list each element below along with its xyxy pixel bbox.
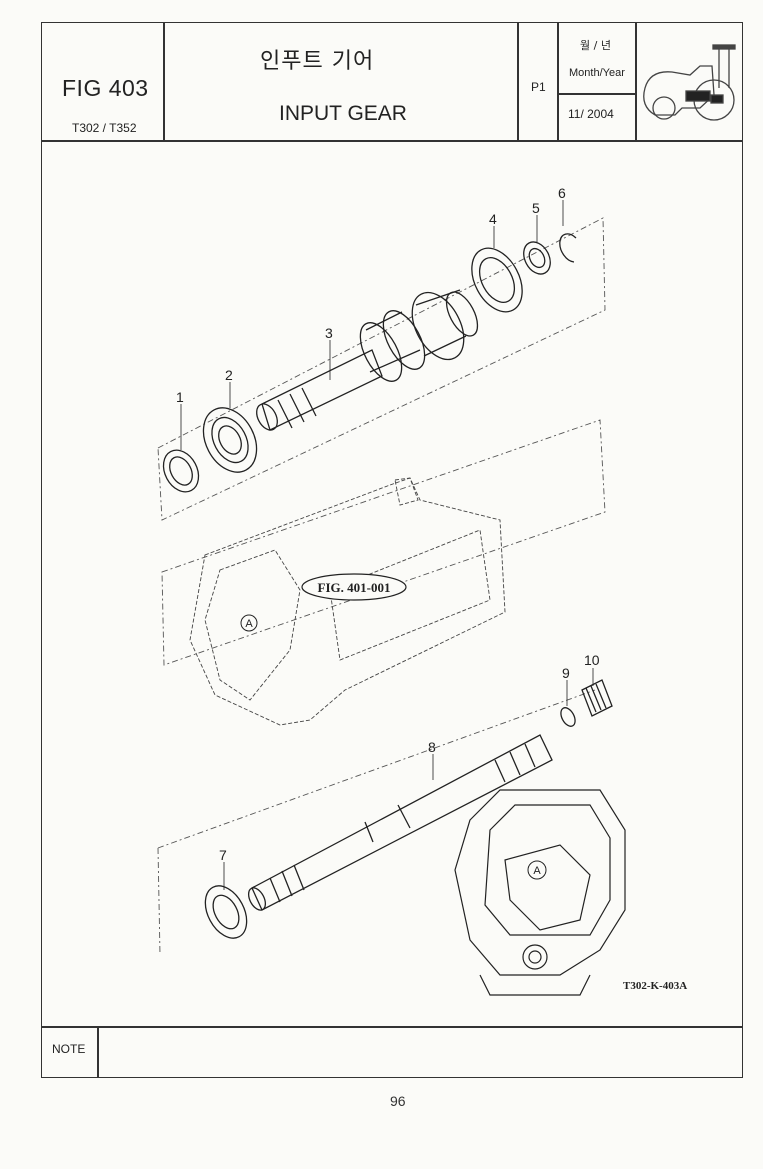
ball-bearing	[202, 407, 258, 473]
callout-7: 7	[219, 847, 227, 863]
callout-5: 5	[532, 200, 540, 216]
upper-assembly-guide	[157, 217, 606, 521]
revision-date: 11/ 2004	[568, 107, 614, 121]
header-divider	[557, 93, 636, 95]
input-shaft-gear	[256, 289, 479, 431]
reference-label: FIG. 401-001	[318, 580, 391, 595]
callout-leaders	[180, 200, 594, 890]
callout-numbers: 1 2 3 4 5 6 7 8 9 10	[176, 185, 600, 863]
reference-bubble: FIG. 401-001	[301, 573, 407, 601]
callout-4: 4	[489, 211, 497, 227]
clutch-housing	[454, 789, 626, 996]
page-frame: FIG 403 T302 / T352 인푸트 기어 INPUT GEAR P1…	[41, 22, 743, 1078]
marker-a-upper: A	[240, 614, 258, 632]
ball-bearing	[204, 885, 248, 939]
callout-9: 9	[562, 665, 570, 681]
snap-ring	[559, 233, 577, 263]
note-label: NOTE	[52, 1042, 86, 1056]
page-number: 96	[390, 1093, 406, 1109]
marker-a-lower: A	[527, 860, 547, 880]
tractor-icon	[643, 44, 736, 121]
svg-text:A: A	[245, 618, 253, 630]
title-english: INPUT GEAR	[279, 102, 407, 125]
collar	[523, 241, 551, 275]
callout-1: 1	[176, 389, 184, 405]
fig-number: FIG 403	[62, 75, 149, 101]
header-divider	[557, 23, 559, 141]
drawing-code: T302-K-403A	[623, 980, 687, 992]
model-numbers: T302 / T352	[72, 121, 137, 135]
main-shaft	[247, 734, 553, 911]
header-divider	[635, 23, 637, 141]
month-year-korean: 월 / 년	[580, 39, 611, 52]
callout-6: 6	[558, 185, 566, 201]
title-korean: 인푸트 기어	[260, 49, 375, 74]
header-divider	[163, 23, 165, 141]
note-divider	[97, 1026, 99, 1078]
oil-seal	[162, 449, 200, 493]
lower-assembly-guide	[157, 689, 596, 956]
header-bottom-line	[42, 140, 742, 142]
needle-bearing	[581, 679, 613, 717]
ball-bearing	[471, 247, 523, 313]
page-code: P1	[531, 80, 546, 94]
collar	[560, 707, 576, 727]
callout-8: 8	[428, 739, 436, 755]
callout-2: 2	[225, 367, 233, 383]
svg-text:A: A	[533, 865, 541, 877]
month-year-label: Month/Year	[569, 67, 625, 79]
note-top-line	[42, 1026, 742, 1028]
transmission-case	[161, 419, 606, 726]
header-divider	[517, 23, 519, 141]
callout-10: 10	[584, 652, 600, 668]
callout-3: 3	[325, 325, 333, 341]
